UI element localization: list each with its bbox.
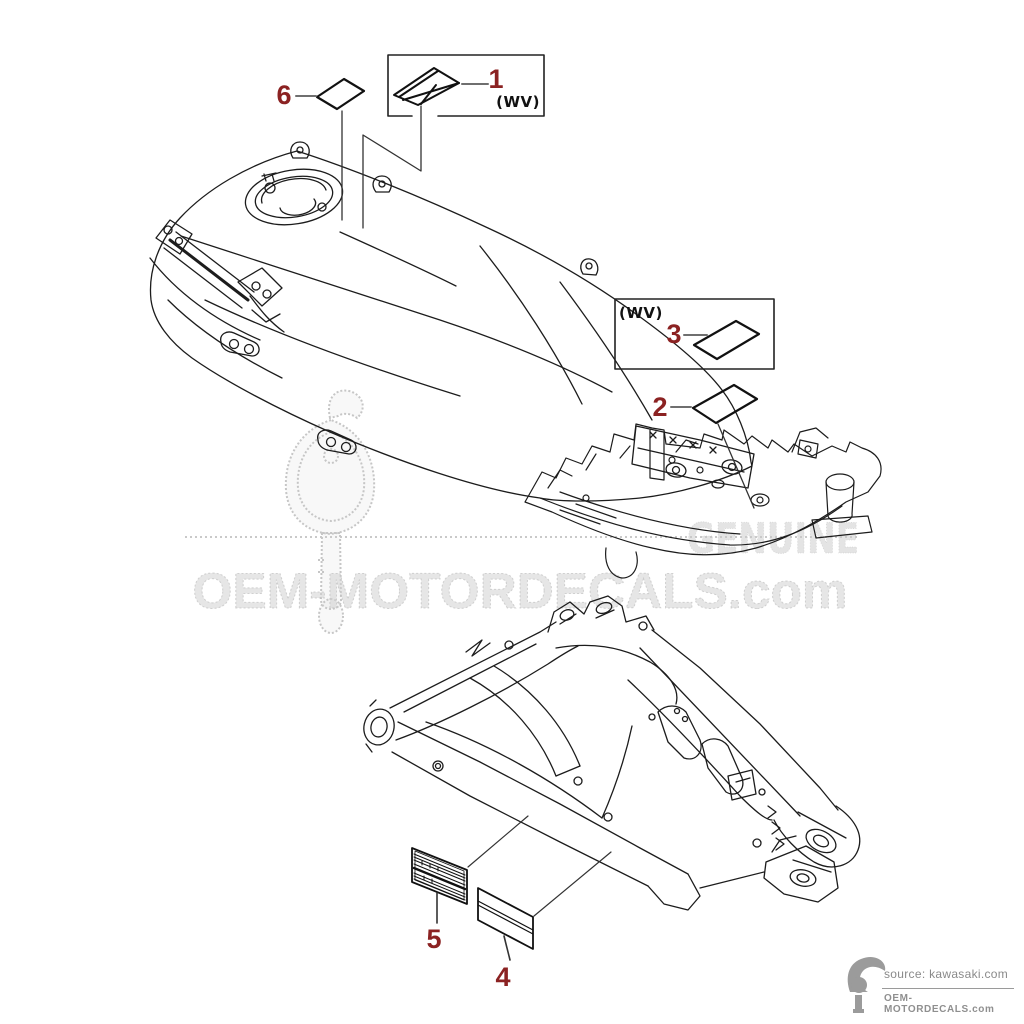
leader-decal-2-to-fender	[717, 423, 755, 509]
decal-3	[692, 319, 761, 361]
option-tag-wv-box3: (WV)	[619, 304, 663, 322]
decal-6	[315, 77, 366, 111]
option-tag-wv-box1: (WV)	[496, 93, 540, 111]
option-box-3	[614, 298, 775, 370]
callout-number-3: 3	[666, 319, 682, 349]
rear-fender-drawing	[524, 423, 882, 579]
leader-callout-4	[503, 935, 511, 961]
decal-5	[411, 847, 468, 905]
fuel-tank-drawing	[149, 141, 755, 502]
decal-4	[477, 887, 534, 950]
decal-1	[393, 67, 460, 106]
watermark-text: OEM-MOTORDECALS.com	[193, 563, 848, 619]
leader-decal-4-to-swingarm	[533, 851, 612, 917]
callout-number-6: 6	[276, 80, 292, 110]
callout-number-1: 1	[488, 64, 504, 94]
callout-number-2: 2	[652, 392, 668, 422]
watermark-layer: OEM-MOTORDECALS.com GENUINE	[185, 389, 860, 634]
source-logo-icon	[847, 957, 886, 1013]
decal-2	[691, 383, 759, 425]
callout-graphics	[295, 54, 775, 961]
callout-number-4: 4	[495, 962, 511, 992]
swingarm-drawing	[363, 595, 861, 911]
source-credit-text: source: kawasaki.com	[884, 967, 1009, 981]
option-box-1	[387, 54, 545, 117]
callout-number-5: 5	[426, 924, 442, 954]
source-brand-text: OEM-MOTORDECALS.com	[884, 993, 995, 1015]
leader-decal-5-to-swingarm	[467, 815, 529, 868]
watermark-key-icon	[284, 389, 376, 634]
source-divider	[882, 988, 1014, 989]
leader-decal-1-to-tank	[362, 105, 422, 229]
